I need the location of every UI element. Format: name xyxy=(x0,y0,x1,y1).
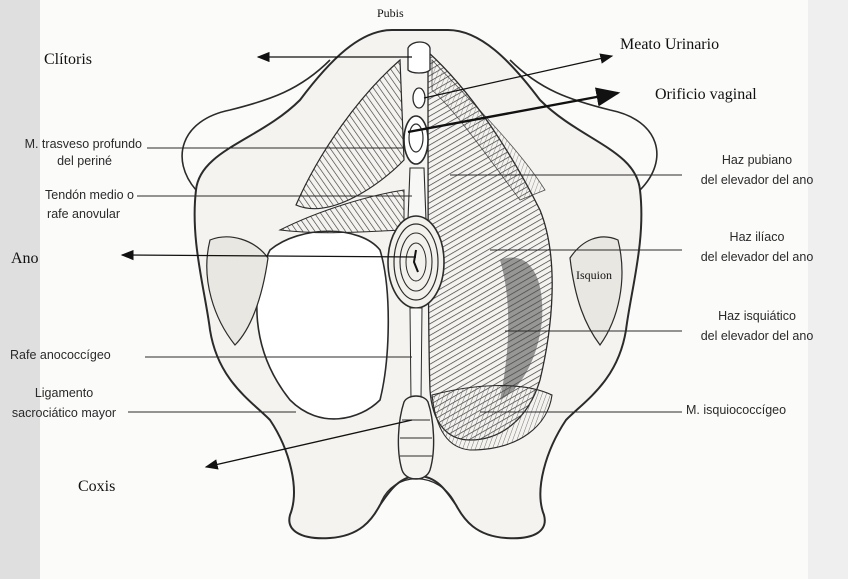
label-ligamento-line2: sacrociático mayor xyxy=(8,403,120,423)
label-haz-pubiano-line1: Haz pubiano xyxy=(686,150,828,170)
label-coxis: Coxis xyxy=(78,478,115,496)
label-ano: Ano xyxy=(11,250,39,268)
label-rafe-anococcigeo: Rafe anococcígeo xyxy=(10,348,111,362)
label-ligamento-line1: Ligamento xyxy=(8,383,120,403)
label-haz-pubiano-line2: del elevador del ano xyxy=(686,170,828,190)
perineal-body xyxy=(408,168,426,220)
label-haz-iliaco-line1: Haz ilíaco xyxy=(686,227,828,247)
label-meato-urinario: Meato Urinario xyxy=(620,36,719,54)
vaginal-orifice xyxy=(404,116,428,164)
label-isquion: Isquion xyxy=(576,268,612,283)
label-clitoris: Clítoris xyxy=(44,51,92,69)
label-haz-iliaco-line2: del elevador del ano xyxy=(686,247,828,267)
scan-edge-left xyxy=(0,0,40,579)
label-m-transverso-line1: M. trasveso profundo xyxy=(0,136,142,153)
urethral-meatus xyxy=(413,88,425,108)
anal-sphincter-outer xyxy=(388,216,444,308)
label-orificio-vaginal: Orificio vaginal xyxy=(655,86,757,104)
label-haz-isquiatico-line2: del elevador del ano xyxy=(686,326,828,346)
label-haz-isquiatico: Haz isquiático del elevador del ano xyxy=(686,306,828,346)
label-tendon-medio-line1: Tendón medio o xyxy=(0,186,134,205)
label-haz-iliaco: Haz ilíaco del elevador del ano xyxy=(686,227,828,267)
scan-edge-right xyxy=(808,0,848,579)
label-m-transverso: M. trasveso profundo del periné xyxy=(0,136,142,170)
label-m-isquiococcigeo: M. isquiococcígeo xyxy=(686,403,786,417)
anococcygeal-raphe xyxy=(410,308,422,400)
label-pubis: Pubis xyxy=(377,6,404,21)
label-ligamento: Ligamento sacrociático mayor xyxy=(8,383,120,423)
label-tendon-medio: Tendón medio o rafe anovular xyxy=(0,186,134,224)
label-haz-pubiano: Haz pubiano del elevador del ano xyxy=(686,150,828,190)
label-haz-isquiatico-line1: Haz isquiático xyxy=(686,306,828,326)
label-m-transverso-line2: del periné xyxy=(0,153,142,170)
label-tendon-medio-line2: rafe anovular xyxy=(0,205,134,224)
